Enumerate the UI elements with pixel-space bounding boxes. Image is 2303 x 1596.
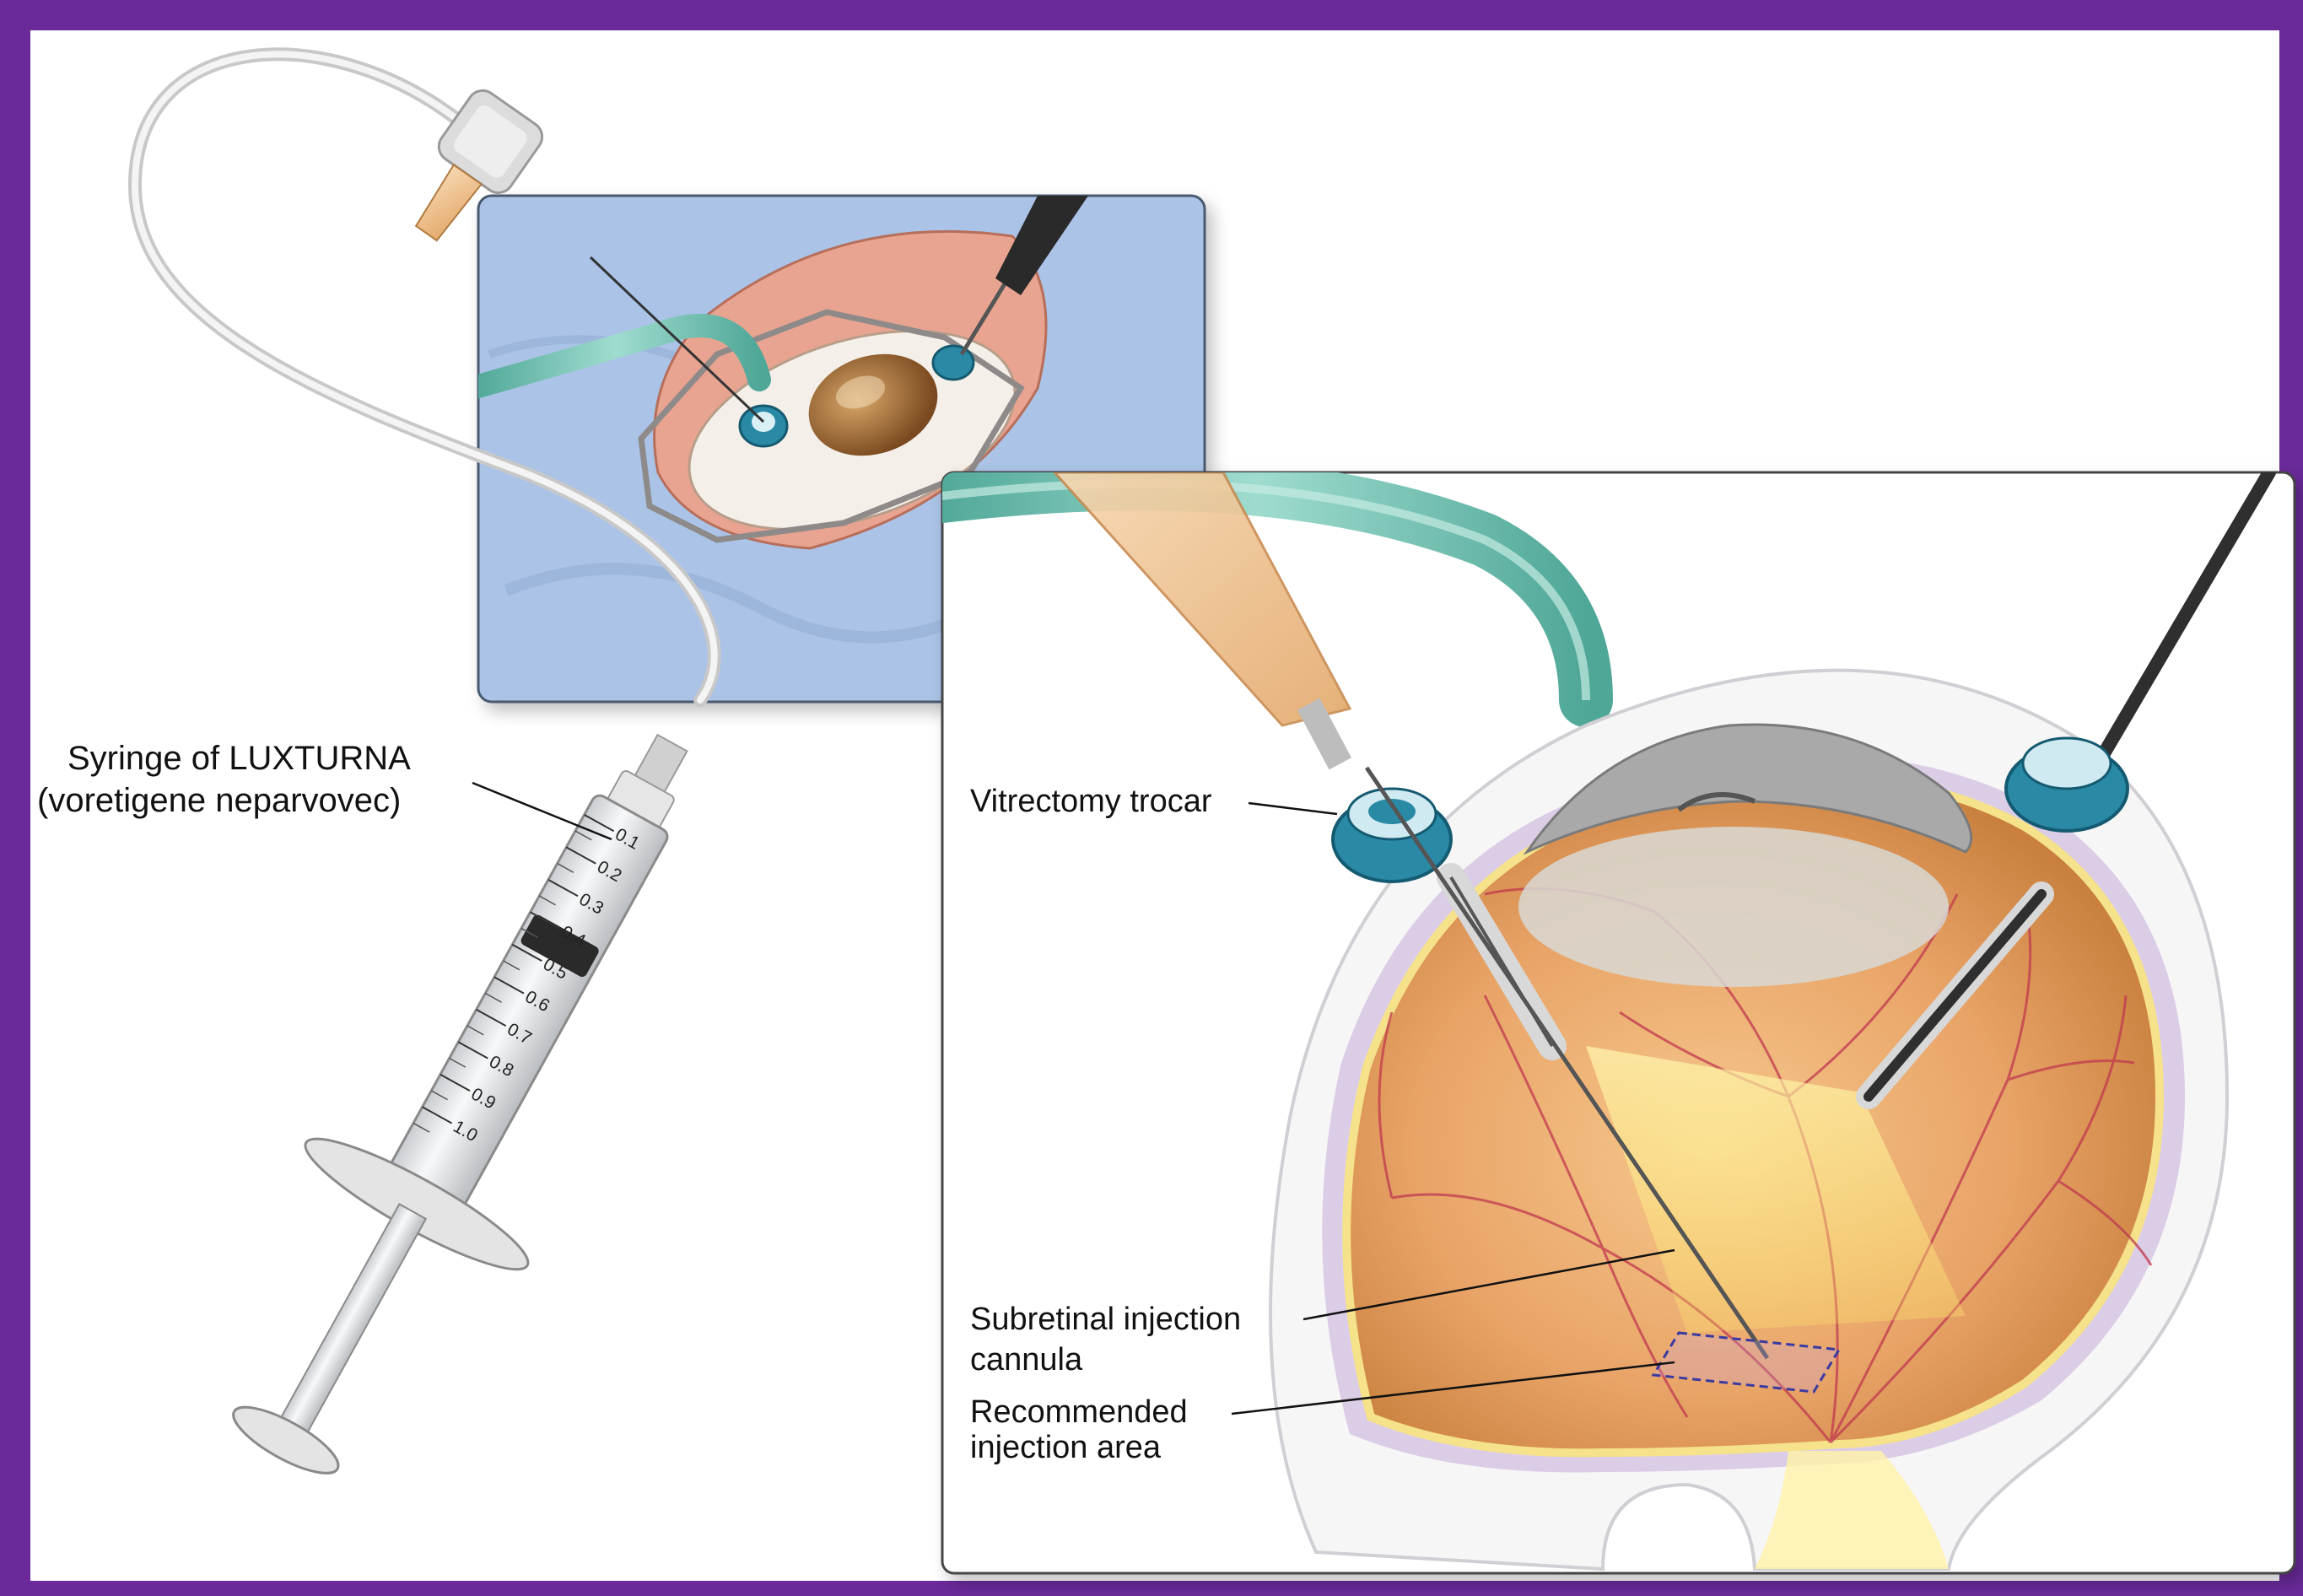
lens <box>1518 827 1949 987</box>
syringe-label-line2: (voretigene neparvovec) <box>37 782 401 819</box>
cannula-label-line1: Subretinal injection <box>970 1302 1241 1337</box>
area-label-line1: Recommended <box>970 1394 1188 1430</box>
syringe-label-line1: Syringe of LUXTURNA <box>67 740 411 777</box>
trocar-label: Vitrectomy trocar <box>970 784 1212 819</box>
eye-cross-section-panel: Vitrectomy trocar Subretinal injection c… <box>928 472 2295 1573</box>
trocar-port-left <box>740 406 787 446</box>
trocar-port-right <box>933 346 974 380</box>
area-label-line2: injection area <box>970 1430 1162 1465</box>
cannula-label-line2: cannula <box>970 1342 1083 1378</box>
